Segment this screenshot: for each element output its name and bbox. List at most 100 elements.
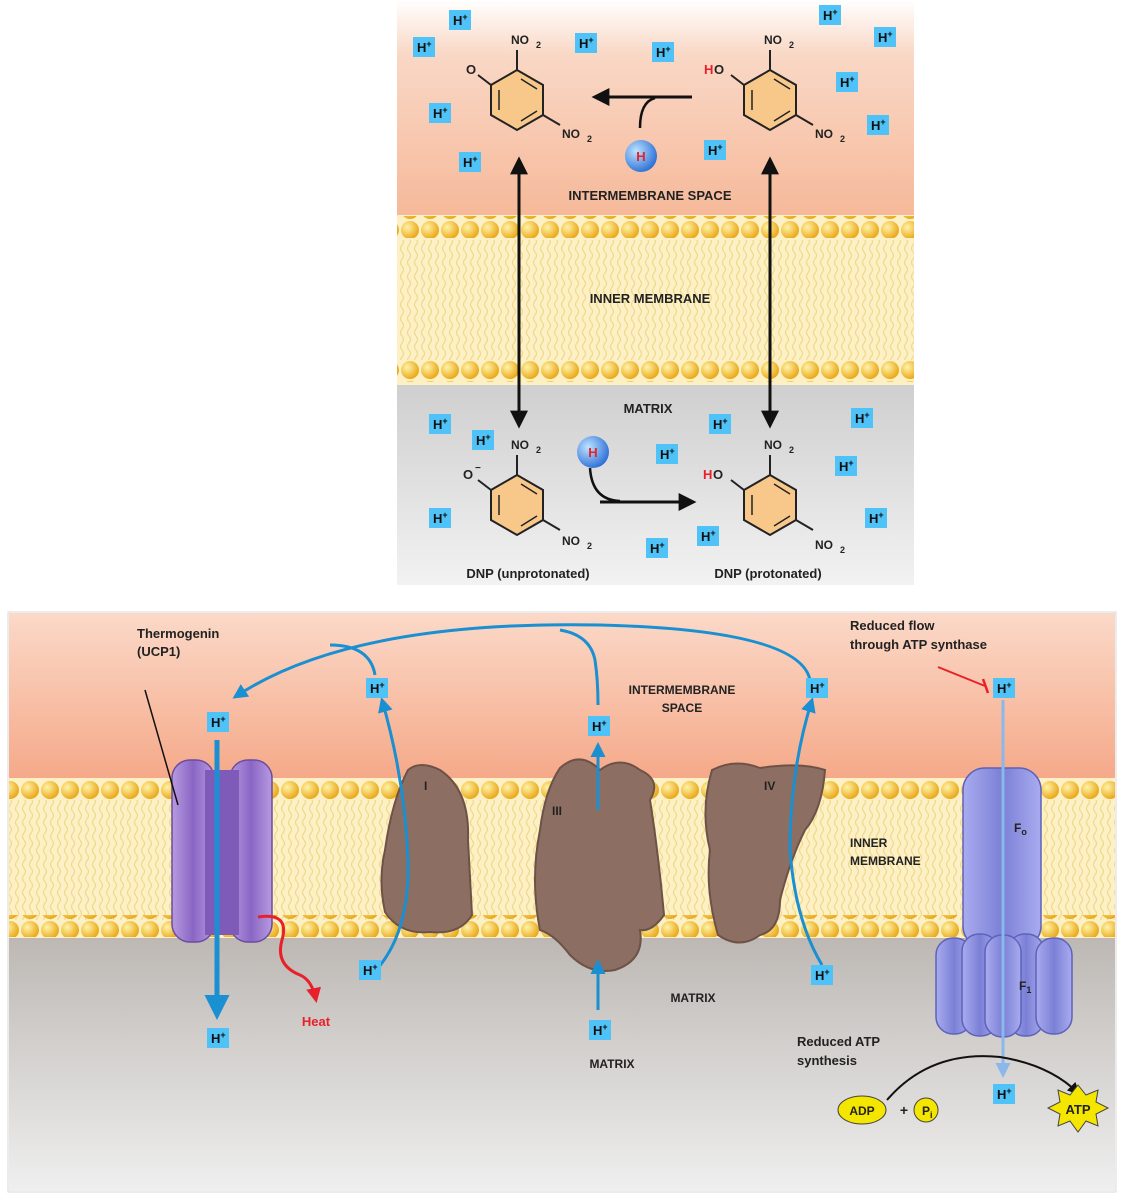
proton-tag: H+ <box>835 456 857 476</box>
svg-text:2: 2 <box>789 40 794 50</box>
svg-text:NO: NO <box>511 438 529 452</box>
proton-tag-text: H+ <box>650 540 665 556</box>
proton-tag: H+ <box>851 408 873 428</box>
atp-synthesis-arrow <box>886 1055 1080 1101</box>
proton-tag-text: H+ <box>878 29 893 45</box>
proton-tag: H+ <box>359 960 381 980</box>
svg-text:O: O <box>713 467 723 482</box>
proton-tag: H+ <box>867 115 889 135</box>
svg-text:2: 2 <box>789 445 794 455</box>
svg-text:−: − <box>475 463 481 474</box>
proton-tag-text: H+ <box>656 44 671 60</box>
dnp-molecule-bottom-right: H O NO 2 NO 2 <box>703 438 845 555</box>
svg-text:NO: NO <box>764 438 782 452</box>
proton-flow-arrows <box>204 623 824 1020</box>
proton-tag-text: H+ <box>810 680 825 696</box>
proton-tag: H+ <box>429 103 451 123</box>
plus-sign: + <box>900 1102 908 1118</box>
proton-tag-text: H+ <box>997 1086 1012 1102</box>
proton-tag-text: H+ <box>708 142 723 158</box>
proton-tag: H+ <box>459 152 481 172</box>
pi-label: Pi <box>922 1104 933 1120</box>
proton-tag-text: H+ <box>701 528 716 544</box>
svg-text:H: H <box>704 62 713 77</box>
proton-tag-text: H+ <box>997 680 1012 696</box>
thermogenin-label: Thermogenin <box>137 626 219 641</box>
fo-label: Fo <box>1014 821 1027 837</box>
proton-tag: H+ <box>588 716 610 736</box>
inner-membrane-label-2: MEMBRANE <box>850 854 921 868</box>
proton-tag: H+ <box>993 1084 1015 1104</box>
proton-tag: H+ <box>207 712 229 732</box>
complex-iv-label: IV <box>764 779 775 793</box>
proton-tag: H+ <box>207 1028 229 1048</box>
proton-tag: H+ <box>819 5 841 25</box>
intermembrane-space-label: INTERMEMBRANE SPACE <box>569 188 732 203</box>
pi-circle <box>913 1097 939 1123</box>
adp-label: ADP <box>849 1104 874 1118</box>
proton-tag: H+ <box>429 508 451 528</box>
intermembrane-label-1: INTERMEMBRANE <box>629 683 736 697</box>
matrix-label-b: MATRIX <box>589 1057 634 1071</box>
proton-tag: H+ <box>575 33 597 53</box>
adp-oval <box>837 1095 887 1125</box>
proton-tag-text: H+ <box>660 446 675 462</box>
svg-text:NO: NO <box>562 127 580 141</box>
top-proton-boxes: H+ H+ H+ H+ H+ H+ H+ H+ H+ H+ H+ H+ H+ H+ H+ H+ H+ H+ H+ H+… <box>413 5 896 558</box>
svg-text:H: H <box>636 149 645 164</box>
svg-text:2: 2 <box>840 134 845 144</box>
proton-tag: H+ <box>366 678 388 698</box>
proton-ball-top: H <box>625 140 657 172</box>
proton-tag-text: H+ <box>433 510 448 526</box>
svg-text:NO: NO <box>764 33 782 47</box>
proton-tag: H+ <box>865 508 887 528</box>
proton-tag-text: H+ <box>815 967 830 983</box>
complex-iii <box>534 758 666 972</box>
proton-tag-text: H+ <box>840 74 855 90</box>
proton-tag: H+ <box>472 430 494 450</box>
bottom-proton-boxes: H+ H+ H+ H+ H+ H+ H+ H+ H+ H+ <box>207 678 1015 1104</box>
top-panel: INTERMEMBRANE SPACE INNER MEMBRANE MATRI… <box>397 0 914 585</box>
svg-text:2: 2 <box>587 541 592 551</box>
proton-tag-text: H+ <box>463 154 478 170</box>
svg-text:H: H <box>703 467 712 482</box>
svg-text:NO: NO <box>562 534 580 548</box>
dnp-molecule-top-right: H O NO 2 NO 2 <box>704 33 845 144</box>
atp-label: ATP <box>1065 1102 1090 1117</box>
atp-starburst <box>1046 1084 1110 1133</box>
proton-tag-text: H+ <box>855 410 870 426</box>
proton-tag-text: H+ <box>823 7 838 23</box>
svg-text:NO: NO <box>511 33 529 47</box>
matrix-label: MATRIX <box>624 401 673 416</box>
proton-tag-text: H+ <box>370 680 385 696</box>
complex-iii-label: III <box>552 804 562 818</box>
proton-tag: H+ <box>646 538 668 558</box>
svg-text:2: 2 <box>536 445 541 455</box>
inner-membrane-label-1: INNER <box>850 836 888 850</box>
proton-tag-text: H+ <box>453 12 468 28</box>
matrix-label-a: MATRIX <box>670 991 715 1005</box>
proton-tag-text: H+ <box>869 510 884 526</box>
dnp-molecule-bottom-left: O − NO 2 NO 2 <box>463 438 592 551</box>
proton-tag-text: H+ <box>592 718 607 734</box>
proton-tag: H+ <box>652 42 674 62</box>
bottom-intermembrane-region <box>9 613 1115 778</box>
proton-tag: H+ <box>429 414 451 434</box>
proton-tag: H+ <box>993 678 1015 698</box>
proton-tag: H+ <box>589 1020 611 1040</box>
proton-tag: H+ <box>413 37 435 57</box>
inner-membrane-label: INNER MEMBRANE <box>590 291 711 306</box>
proton-tag-text: H+ <box>211 1030 226 1046</box>
proton-tag: H+ <box>874 27 896 47</box>
proton-tag-text: H+ <box>433 105 448 121</box>
bottom-matrix-region <box>9 938 1115 1191</box>
proton-tag-text: H+ <box>433 416 448 432</box>
proton-tag: H+ <box>656 444 678 464</box>
heat-label: Heat <box>302 1014 331 1029</box>
ucp1-label: (UCP1) <box>137 644 180 659</box>
proton-tag-text: H+ <box>839 458 854 474</box>
lipid-tails <box>397 240 914 360</box>
f1-label: F1 <box>1019 979 1031 995</box>
proton-ball-bottom: H <box>577 436 609 468</box>
proton-tag-text: H+ <box>579 35 594 51</box>
